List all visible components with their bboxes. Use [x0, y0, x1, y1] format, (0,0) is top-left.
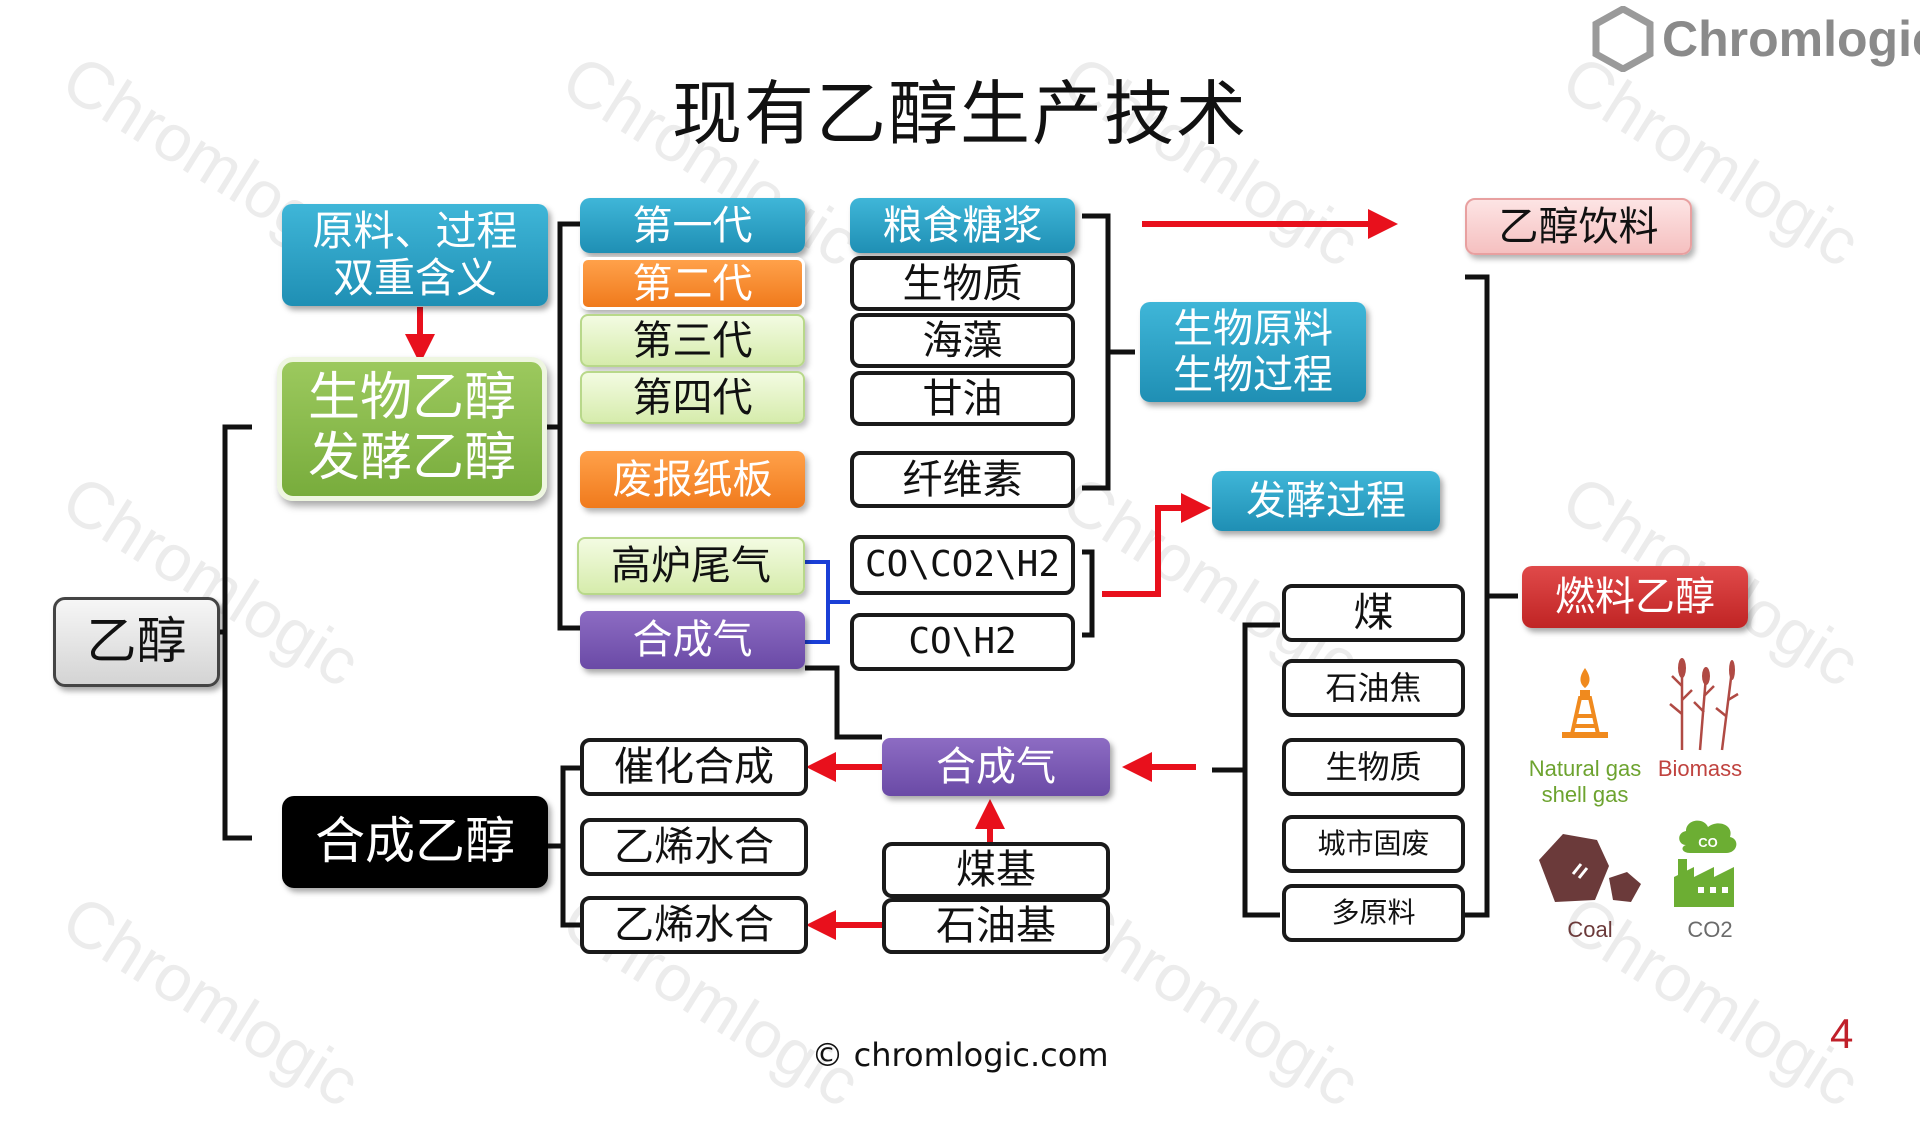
node-dual-meaning-line1: 原料、过程 [312, 206, 518, 255]
coal-icon [1539, 834, 1641, 902]
hexagon-logo-icon [1592, 6, 1654, 72]
node-gen1: 第一代 [580, 198, 805, 253]
node-algae: 海藻 [850, 313, 1075, 368]
node-grain-syrup: 粮食糖浆 [850, 198, 1075, 253]
node-dual-meaning: 原料、过程 双重含义 [282, 204, 548, 306]
node-ethylene-hydration-1: 乙烯水合 [580, 818, 808, 876]
node-dual-meaning-line2: 双重含义 [333, 254, 497, 302]
node-gen4: 第四代 [580, 371, 805, 424]
node-coal: 煤 [1282, 584, 1465, 642]
gas-well-icon [1562, 668, 1608, 738]
coal-label: Coal [1567, 917, 1613, 942]
node-syngas-middle: 合成气 [882, 738, 1110, 796]
node-biomass-right: 生物质 [1282, 738, 1465, 796]
node-gen3: 第三代 [580, 314, 805, 367]
node-fermentation: 发酵过程 [1212, 471, 1440, 531]
node-cellulose: 纤维素 [850, 451, 1075, 508]
node-bio-feed-line2: 生物过程 [1173, 352, 1333, 398]
node-co-co2-h2: CO\CO2\H2 [850, 535, 1075, 595]
node-co-h2: CO\H2 [850, 613, 1075, 671]
node-multi-feed: 多原料 [1282, 884, 1465, 942]
node-synthetic-ethanol: 合成乙醇 [282, 796, 548, 888]
node-ethanol: 乙醇 [53, 597, 220, 687]
node-fuel-ethanol: 燃料乙醇 [1522, 566, 1748, 628]
node-petroleum-coke: 石油焦 [1282, 659, 1465, 717]
node-waste-paper: 废报纸板 [580, 451, 805, 508]
node-petroleum-based: 石油基 [882, 898, 1110, 954]
node-biomass: 生物质 [850, 256, 1075, 311]
gas-well-label-line2: shell gas [1541, 782, 1629, 808]
node-catalytic-synthesis: 催化合成 [580, 738, 808, 796]
node-bio-ethanol-line1: 生物乙醇 [307, 368, 516, 429]
node-municipal-waste: 城市固废 [1282, 815, 1465, 873]
page-number: 4 [1830, 1010, 1854, 1057]
node-bio-ethanol: 生物乙醇 发酵乙醇 [277, 357, 547, 501]
node-blast-furnace-gas: 高炉尾气 [577, 537, 805, 595]
node-bio-feed-process: 生物原料 生物过程 [1140, 302, 1366, 402]
page-title: 现有乙醇生产技术 [672, 73, 1248, 155]
node-coal-based: 煤基 [882, 842, 1110, 898]
connector-lines [218, 209, 1518, 940]
node-ethylene-hydration-2: 乙烯水合 [580, 896, 808, 954]
node-beverage-ethanol: 乙醇饮料 [1465, 198, 1692, 255]
co2-label: CO2 [1687, 917, 1733, 942]
brand-name: Chromlogic [1662, 11, 1920, 67]
svg-text:CO: CO [1698, 835, 1718, 850]
gas-well-label: Natural gas shell gas [1510, 756, 1660, 809]
node-syngas-upper: 合成气 [580, 611, 805, 669]
brand-logo: Chromlogic [1592, 6, 1920, 72]
node-gen2: 第二代 [580, 257, 805, 310]
co2-factory-icon: CO [1674, 820, 1737, 907]
node-glycerol: 甘油 [850, 371, 1075, 426]
biomass-label: Biomass [1657, 756, 1743, 781]
biomass-plant-icon [1669, 658, 1739, 751]
node-bio-ethanol-line2: 发酵乙醇 [307, 428, 516, 488]
copyright: © chromlogic.com [811, 1036, 1109, 1074]
node-bio-feed-line1: 生物原料 [1173, 306, 1333, 352]
gas-well-label-line1: Natural gas [1528, 756, 1642, 781]
